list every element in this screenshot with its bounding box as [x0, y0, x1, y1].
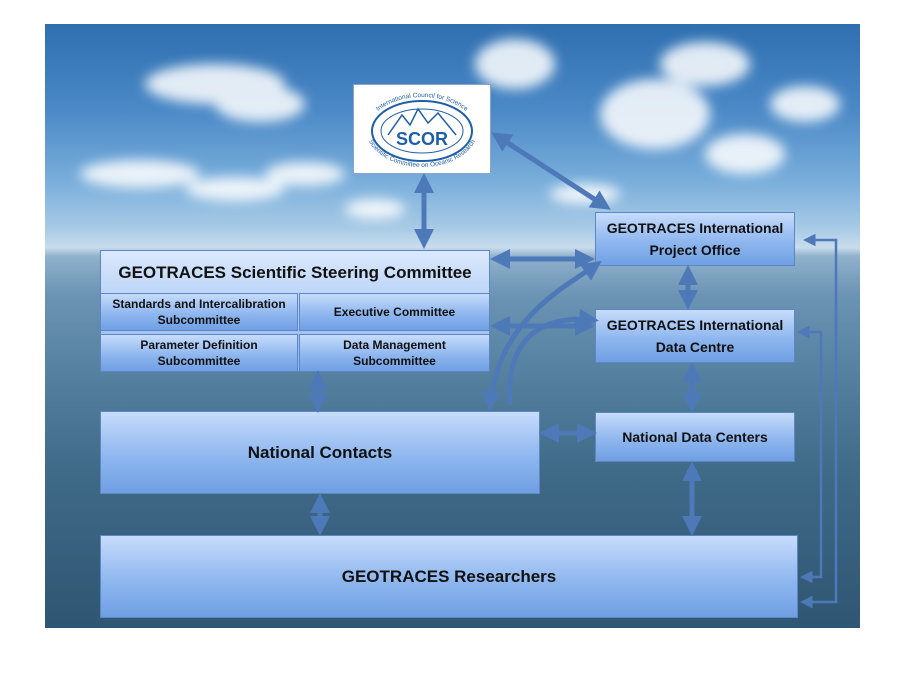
ssc-title: GEOTRACES Scientific Steering Committee — [118, 263, 472, 282]
scor-acronym: SCOR — [396, 129, 448, 149]
subcommittee-data-management: Data Management Subcommittee — [299, 334, 490, 372]
scor-emblem: SCOR International Council for Science S… — [367, 92, 477, 169]
geotraces-researchers: GEOTRACES Researchers — [100, 535, 798, 618]
subcommittee-standards: Standards and Intercalibration Subcommit… — [100, 293, 298, 331]
subcommittee-executive: Executive Committee — [299, 293, 490, 331]
international-data-centre: GEOTRACES International Data Centre — [595, 309, 795, 363]
scor-logo: SCOR International Council for Science S… — [353, 84, 491, 174]
national-contacts: National Contacts — [100, 411, 540, 494]
international-project-office: GEOTRACES International Project Office — [595, 212, 795, 266]
subcommittee-parameter: Parameter Definition Subcommittee — [100, 334, 298, 372]
national-data-centers: National Data Centers — [595, 412, 795, 462]
